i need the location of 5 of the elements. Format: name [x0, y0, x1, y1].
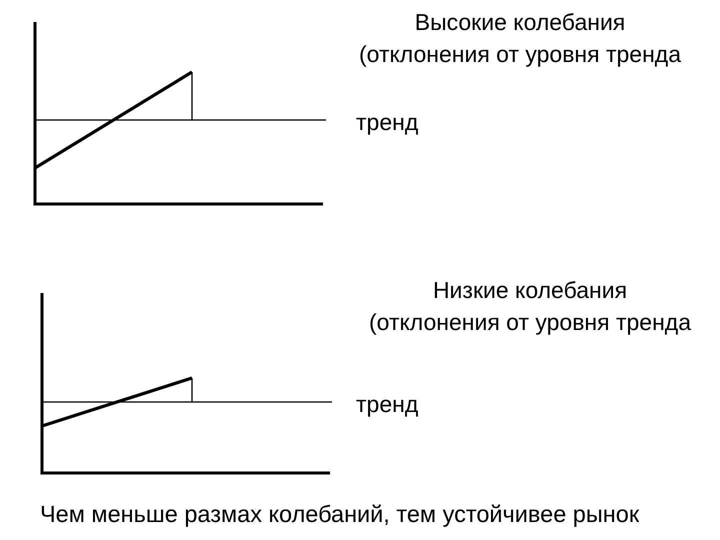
caption: Чем меньше размах колебаний, тем устойчивее рынок	[40, 500, 640, 528]
trend-label: тренд	[356, 390, 418, 418]
panel-heading: Высокие колебания (отклонения от уровня тренда	[358, 8, 682, 69]
trend-label: тренд	[356, 108, 418, 136]
panel-heading: Низкие колебания (отклонения от уровня тренда	[368, 276, 692, 337]
